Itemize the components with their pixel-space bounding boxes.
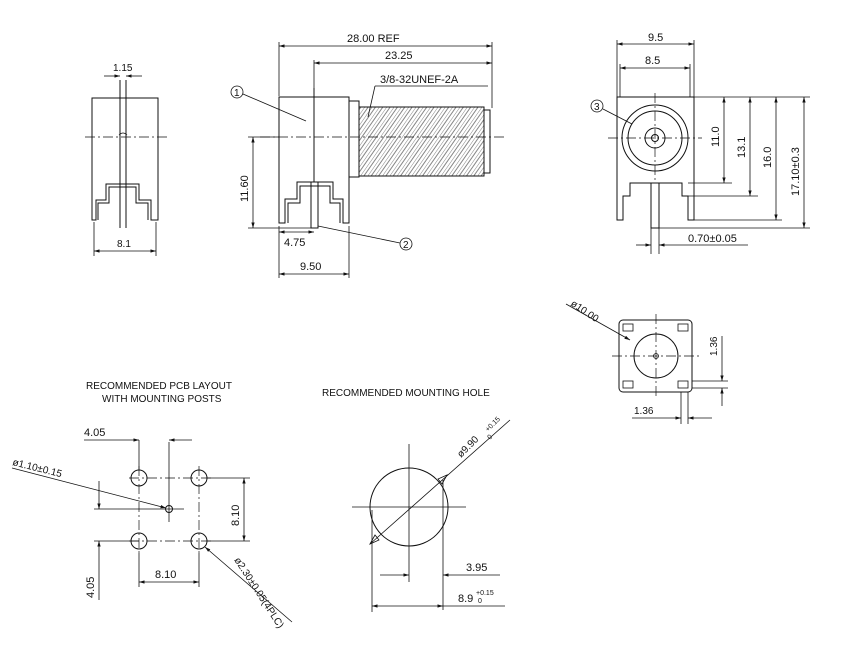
dim-mounting-395: 3.95 (466, 562, 487, 574)
end-view-inner (97, 186, 149, 220)
dim-mounting-89: 8.9 (458, 593, 473, 605)
mounting-hole: RECOMMENDED MOUNTING HOLE ø9.90 +0.15 0 … (322, 388, 511, 612)
dim-pcb-405-top: 4.05 (84, 427, 105, 439)
dim-height: 11.60 (239, 175, 251, 202)
callout-1-label: 1 (234, 88, 240, 99)
dim-13: 13.1 (736, 137, 748, 158)
pcb-layout-title-1: RECOMMENDED PCB LAYOUT (86, 381, 232, 392)
side-view-body (278, 96, 350, 224)
dim-mounting-dia-tol-bottom: 0 (486, 434, 494, 442)
dim-11: 11.0 (710, 126, 722, 147)
dim-mounting-dia: ø9.90 (455, 434, 481, 460)
callout-1 (230, 85, 244, 99)
front-view: 3 9.5 8.5 11.0 13.1 16.0 17.10±0.3 (590, 32, 810, 254)
dim-overall-length: 28.00 REF (347, 33, 400, 45)
corner-post-bl (622, 380, 634, 389)
dim-mounting-89-tol-bottom: 0 (478, 598, 482, 605)
dim-pin-offset: 4.75 (284, 237, 305, 249)
dim-pcb-center-hole: ø1.10±0.15 (11, 457, 63, 480)
threaded-barrel (358, 106, 485, 177)
corner-post-br (677, 380, 689, 389)
dim-pin-width: 0.70±0.05 (688, 233, 737, 245)
dim-inner-width: 8.5 (645, 55, 660, 67)
dim-mounting-dia-value: ø9.90 (455, 434, 481, 460)
mounting-hole-title: RECOMMENDED MOUNTING HOLE (322, 388, 490, 399)
dim-bottom-dia: ø10.00 (568, 298, 600, 325)
thread-spec: 3/8-32UNEF-2A (380, 74, 459, 86)
dim-bottom-horiz: 1.36 (634, 406, 654, 417)
dim-pcb-810-vert: 8.10 (230, 505, 242, 526)
side-view-pin (310, 181, 319, 229)
pcb-layout: RECOMMENDED PCB LAYOUT WITH MOUNTING POS… (11, 381, 293, 631)
dim-body-width: 9.50 (300, 261, 321, 273)
dim-16: 16.0 (762, 147, 774, 168)
flange (348, 100, 360, 178)
dim-thread-length: 23.25 (385, 50, 413, 62)
dim-pcb-810-horiz: 8.10 (155, 569, 176, 581)
callout-2 (399, 237, 413, 251)
corner-post-tl (622, 323, 634, 332)
end-view-outline (91, 97, 159, 221)
bottom-view: ø10.00 1.36 1.36 (565, 298, 728, 424)
dim-bottom-vert: 1.36 (709, 336, 720, 356)
callout-3 (590, 99, 604, 113)
side-view: 28.00 REF 23.25 3/8-32UNEF-2A 1 11.60 4.… (230, 33, 505, 278)
corner-post-tr (677, 323, 689, 332)
dim-mounting-89-tol-top: +0.15 (476, 590, 494, 597)
pcb-layout-title-2: WITH MOUNTING POSTS (102, 394, 222, 405)
dim-outer-width: 9.5 (648, 32, 663, 44)
barrel-tip (483, 109, 491, 174)
dim-pcb-405-left: 4.05 (85, 577, 97, 598)
dim-17: 17.10±0.3 (790, 147, 802, 196)
end-view: 1.15 8.1 (85, 63, 168, 256)
dim-pcb-post-holes: ø2.30±0.05(4PLC) (231, 556, 285, 631)
dim-end-width: 8.1 (117, 239, 131, 250)
callout-2-label: 2 (403, 240, 409, 251)
dim-pin-thickness: 1.15 (113, 63, 133, 74)
callout-3-label: 3 (594, 102, 600, 113)
dim-mounting-dia-tol-top: +0.15 (484, 416, 502, 434)
front-view-pin (650, 182, 660, 229)
